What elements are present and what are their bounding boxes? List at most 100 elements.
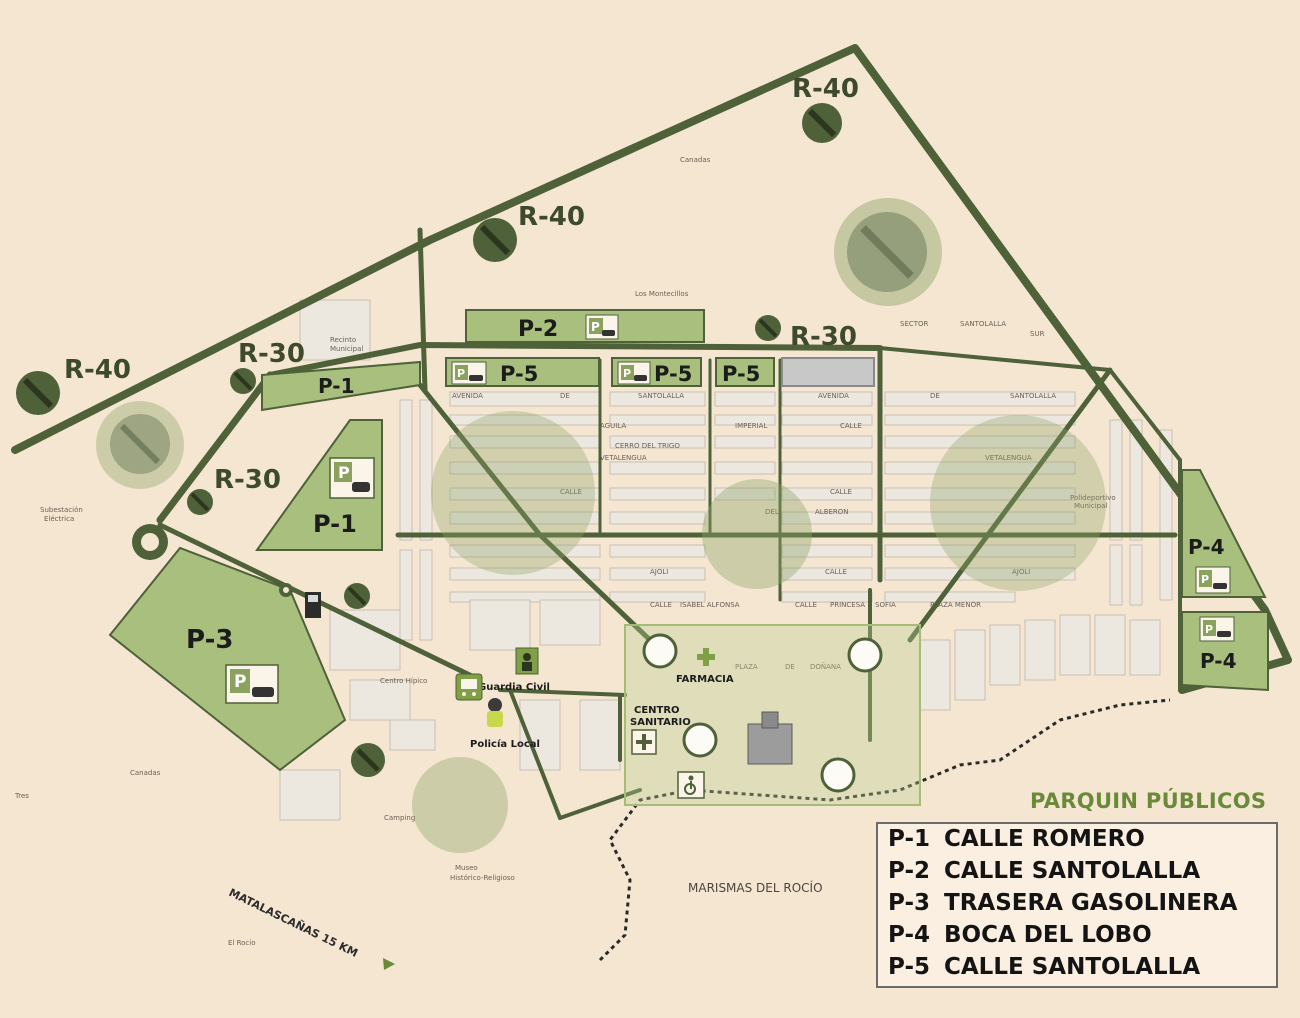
no-entry-sign-icon xyxy=(110,414,170,474)
svg-text:DE: DE xyxy=(785,663,795,671)
speed-zone-r30-top: R-30 xyxy=(790,322,857,352)
sanitario-label: SANITARIO xyxy=(630,717,691,728)
legend-name: CALLE ROMERO xyxy=(944,826,1145,852)
parking-p5-right xyxy=(715,357,775,387)
speed-limit-signs xyxy=(16,103,927,777)
svg-text:AJOLI: AJOLI xyxy=(1012,568,1030,576)
no-entry-sign-icon xyxy=(351,743,385,777)
speed-zone-r40-left: R-40 xyxy=(64,355,131,385)
svg-text:ISABEL ALFONSA: ISABEL ALFONSA xyxy=(680,601,740,609)
speed-zone-r40-mid: R-40 xyxy=(518,202,585,232)
speed-zone-r30-left: R-30 xyxy=(238,339,305,369)
svg-text:ALBERON: ALBERON xyxy=(815,508,849,516)
svg-text:CALLE: CALLE xyxy=(795,601,817,609)
legend-name: BOCA DEL LOBO xyxy=(944,922,1152,948)
svg-text:DEL: DEL xyxy=(765,508,779,516)
svg-text:Los Montecillos: Los Montecillos xyxy=(635,290,689,298)
svg-text:Camping: Camping xyxy=(384,814,415,822)
svg-text:Polideportivo: Polideportivo xyxy=(1070,494,1116,502)
svg-text:Recinto: Recinto xyxy=(330,336,356,344)
church-icon xyxy=(747,711,793,765)
legend-row: P-1 CALLE ROMERO xyxy=(888,826,1145,852)
svg-text:P: P xyxy=(591,320,600,334)
no-entry-sign-icon xyxy=(473,218,517,262)
parking-p1-strip-label: P-1 xyxy=(318,374,355,398)
svg-text:DE: DE xyxy=(560,392,570,400)
parking-sign-icon: P xyxy=(585,314,619,340)
parking-p4-lower-label: P-4 xyxy=(1200,649,1237,673)
legend-code: P-1 xyxy=(888,826,931,852)
legend-row: P-4 BOCA DEL LOBO xyxy=(888,922,1152,948)
svg-text:P: P xyxy=(1205,623,1213,636)
svg-text:P: P xyxy=(457,367,465,380)
parking-p2 xyxy=(465,309,705,343)
parking-sign-icon: P xyxy=(1199,616,1235,642)
speed-zone-r30-mid: R-30 xyxy=(214,465,281,495)
svg-text:P: P xyxy=(623,367,631,380)
svg-text:Tres: Tres xyxy=(14,792,29,800)
svg-text:CALLE: CALLE xyxy=(825,568,847,576)
svg-text:AGUILA: AGUILA xyxy=(600,422,626,430)
legend-code: P-3 xyxy=(888,890,931,916)
svg-text:SUR: SUR xyxy=(1030,330,1045,338)
parking-sign-icon: P xyxy=(617,361,651,385)
health-center-cross-icon xyxy=(631,729,657,755)
svg-text:CALLE: CALLE xyxy=(830,488,852,496)
svg-text:Canadas: Canadas xyxy=(130,769,161,777)
legend-name: CALLE SANTOLALLA xyxy=(944,858,1201,884)
legend-name: CALLE SANTOLALLA xyxy=(944,954,1201,980)
svg-text:CALLE: CALLE xyxy=(650,601,672,609)
svg-text:CALLE: CALLE xyxy=(560,488,582,496)
roundabout-circle xyxy=(847,637,883,673)
svg-text:P: P xyxy=(338,463,350,482)
parking-p5-grey xyxy=(781,357,875,387)
ring-roads xyxy=(11,44,1292,820)
police-officer-icon xyxy=(487,698,503,727)
speed-zone-r40-top: R-40 xyxy=(792,74,859,104)
parking-p4-upper-label: P-4 xyxy=(1188,535,1225,559)
svg-text:PRINCESA: PRINCESA xyxy=(830,601,865,609)
svg-text:Museo: Museo xyxy=(455,864,478,872)
parking-p5-left-label: P-5 xyxy=(500,362,538,386)
policia-local-label: Policía Local xyxy=(470,738,540,750)
svg-text:PLAZA MENOR: PLAZA MENOR xyxy=(930,601,981,609)
parking-p4-upper xyxy=(1181,469,1267,598)
parking-p1-strip xyxy=(261,360,421,412)
parking-labels: P-1 P-1 P-2 P-3 P-4 P-4 P-5 P-5 P-5 xyxy=(186,317,1237,673)
svg-text:PLAZA: PLAZA xyxy=(735,663,758,671)
svg-text:SECTOR: SECTOR xyxy=(900,320,929,328)
walking-trail xyxy=(598,698,1171,962)
svg-text:P: P xyxy=(1201,573,1209,586)
parking-sign-icon: P xyxy=(1195,566,1231,594)
svg-text:IMPERIAL: IMPERIAL xyxy=(735,422,767,430)
farmacia-label: FARMACIA xyxy=(676,674,734,685)
parking-sign-icon: P xyxy=(329,457,375,499)
points-of-interest: FARMACIA CENTRO SANITARIO Guardia Civil … xyxy=(279,583,883,799)
legend-code: P-2 xyxy=(888,858,931,884)
parking-sign-icon: P xyxy=(225,664,279,704)
svg-text:AVENIDA: AVENIDA xyxy=(452,392,483,400)
legend-code: P-5 xyxy=(888,954,931,980)
no-entry-sign-icon xyxy=(16,371,60,415)
direction-arrow-icon xyxy=(383,958,395,970)
parking-p1-main xyxy=(255,419,383,551)
marismas-label: MARISMAS DEL ROCÍO xyxy=(688,880,823,895)
guardia-civil-label: Guardia Civil xyxy=(478,682,550,693)
bus-icon xyxy=(455,673,483,701)
no-traffic-zone-circle xyxy=(702,479,812,589)
no-entry-sign-icon xyxy=(187,489,213,515)
parking-p3 xyxy=(108,546,347,772)
svg-text:Municipal: Municipal xyxy=(330,345,363,353)
svg-text:Histórico-Religioso: Histórico-Religioso xyxy=(450,874,515,882)
centro-label: CENTRO xyxy=(634,705,680,716)
svg-text:SANTOLALLA: SANTOLALLA xyxy=(638,392,684,400)
parking-p2-label: P-2 xyxy=(518,317,558,342)
no-entry-sign-icon xyxy=(344,583,370,609)
roundabout-circle xyxy=(682,722,718,758)
svg-text:CERRO DEL TRIGO: CERRO DEL TRIGO xyxy=(615,442,680,450)
legend-code: P-4 xyxy=(888,922,931,948)
svg-text:El Rocío: El Rocío xyxy=(228,939,256,947)
roundabout-small-icon xyxy=(279,583,293,597)
